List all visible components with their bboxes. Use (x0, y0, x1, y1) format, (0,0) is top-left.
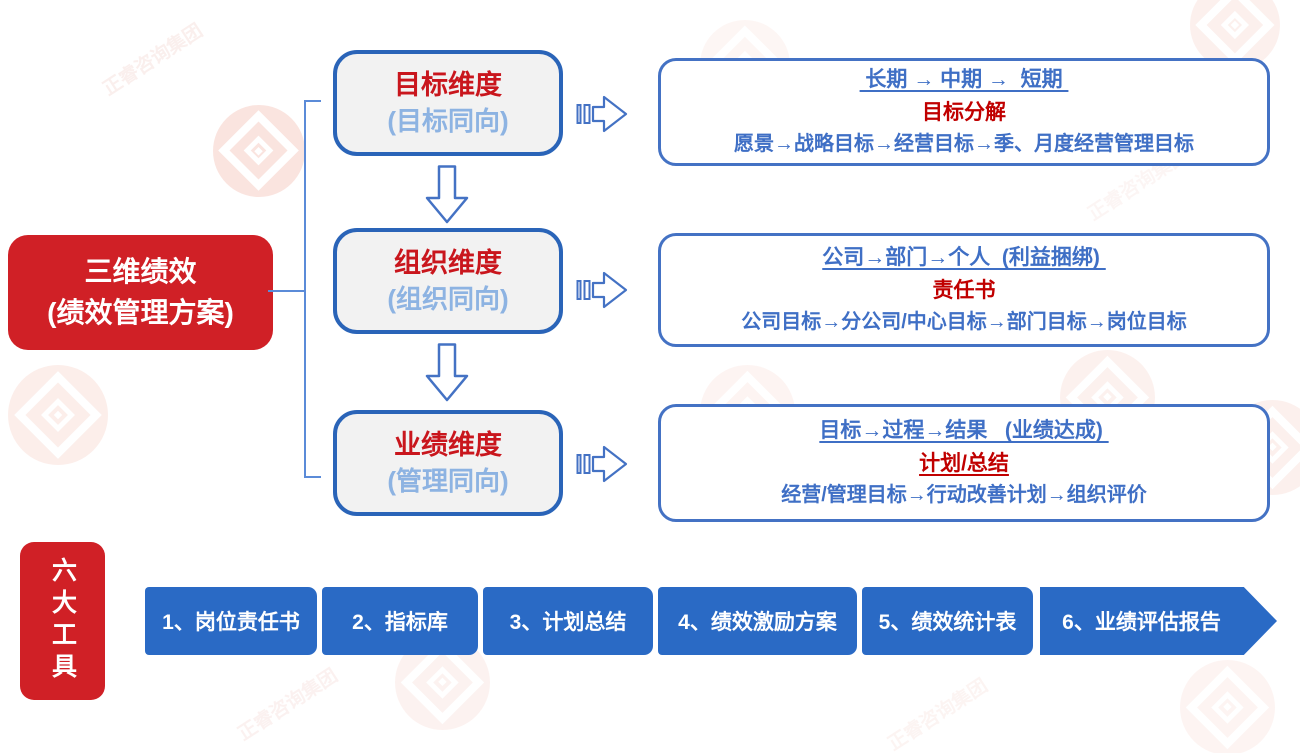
dimension-box-organization: 组织维度 (组织同向) (333, 228, 563, 334)
tool-item-label: 5、绩效统计表 (878, 611, 1017, 634)
watermark-text: 正睿咨询集团 (234, 665, 342, 746)
watermark-logo (213, 105, 305, 197)
detail-line3: 公司目标→分公司/中心目标→部门目标→岗位目标 (741, 311, 1187, 334)
root-title: 三维绩效 (84, 255, 197, 287)
detail-line2: 目标分解 (922, 100, 1006, 124)
dimension-subtitle: (组织同向) (387, 283, 509, 314)
detail-line1: 长期 → 中期 → 短期 (859, 67, 1069, 91)
dimension-subtitle: (目标同向) (387, 105, 509, 136)
watermark-logo (8, 365, 108, 465)
root-box: 三维绩效 (绩效管理方案) (8, 235, 273, 350)
tool-item-label: 3、计划总结 (509, 611, 627, 634)
dimension-title: 目标维度 (394, 70, 502, 101)
dimension-title: 业绩维度 (394, 430, 502, 461)
connector-line (304, 100, 321, 102)
detail-box-organization: 公司→部门→个人 (利益捆绑) 责任书 公司目标→分公司/中心目标→部门目标→岗… (658, 233, 1270, 347)
dimension-title: 组织维度 (394, 248, 502, 279)
tool-item-4: 4、绩效激励方案 (658, 587, 857, 655)
down-arrow-icon (425, 165, 469, 224)
striped-right-arrow-icon (576, 95, 628, 133)
striped-right-arrow-icon (576, 271, 628, 309)
root-subtitle: (绩效管理方案) (47, 296, 234, 328)
connector-line (304, 100, 306, 478)
tool-item-1: 1、岗位责任书 (145, 587, 317, 655)
detail-line2: 责任书 (932, 278, 996, 302)
watermark-text: 正睿咨询集团 (99, 20, 207, 101)
detail-line1: 公司→部门→个人 (利益捆绑) (822, 245, 1106, 269)
dimension-subtitle: (管理同向) (387, 465, 509, 496)
down-arrow-icon (425, 343, 469, 402)
detail-line3: 愿景→战略目标→经营目标→季、月度经营管理目标 (734, 133, 1194, 156)
six-tools-label: 六大工具 (20, 542, 105, 700)
dimension-box-performance: 业绩维度 (管理同向) (333, 410, 563, 516)
striped-right-arrow-icon (576, 445, 628, 483)
tool-item-2: 2、指标库 (322, 587, 478, 655)
tool-item-5: 5、绩效统计表 (862, 587, 1033, 655)
tool-item-label: 1、岗位责任书 (162, 611, 300, 634)
watermark-logo (1180, 660, 1275, 753)
tool-item-label: 4、绩效激励方案 (678, 611, 837, 634)
tool-item-label: 6、业绩评估报告 (1062, 611, 1221, 634)
detail-line1: 目标→过程→结果 (业绩达成) (819, 418, 1109, 442)
dimension-box-goal: 目标维度 (目标同向) (333, 50, 563, 156)
detail-box-performance: 目标→过程→结果 (业绩达成) 计划/总结 经营/管理目标→行动改善计划→组织评… (658, 404, 1270, 522)
tool-arrow-shape (1040, 587, 1277, 655)
watermark-text: 正睿咨询集团 (884, 675, 992, 753)
connector-line (304, 476, 321, 478)
tool-item-6: 6、业绩评估报告 (1040, 587, 1277, 655)
detail-box-goal: 长期 → 中期 → 短期 目标分解 愿景→战略目标→经营目标→季、月度经营管理目… (658, 58, 1270, 166)
detail-line3: 经营/管理目标→行动改善计划→组织评价 (781, 484, 1147, 507)
connector-line (268, 290, 306, 292)
tool-item-3: 3、计划总结 (483, 587, 653, 655)
tool-item-label: 2、指标库 (352, 611, 448, 634)
detail-line2: 计划/总结 (919, 451, 1009, 475)
